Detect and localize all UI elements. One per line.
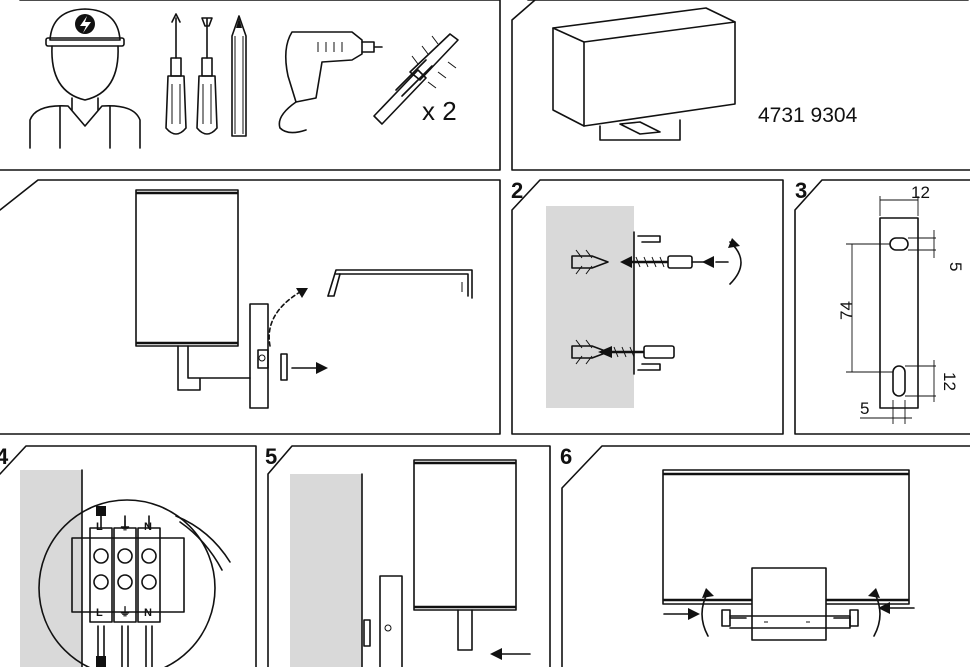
screw-left-icon (721, 609, 747, 627)
screw-upper-icon (620, 255, 729, 269)
pencil-icon (231, 15, 247, 137)
wall (546, 206, 634, 408)
dimension-slot-height: 5 (946, 262, 965, 271)
wall-plug-upper-icon (571, 249, 609, 275)
rotate-arrow-left (701, 591, 709, 637)
bracket-plate-icon (879, 217, 919, 409)
lamp-front-icon (135, 189, 269, 409)
step-number: 2 (511, 178, 523, 203)
step-number: 3 (795, 178, 807, 203)
electrician-icon (29, 8, 141, 149)
wall-plug-lower-icon (571, 339, 609, 365)
panel-step-5: 5 (265, 444, 551, 667)
move-arrow-dashed (268, 291, 301, 347)
dimension-top-width: 12 (911, 183, 930, 202)
panel-step-3: 3 12 5 74 12 5 (794, 178, 970, 435)
panel-step-2: 2 (511, 178, 784, 435)
dimension-hole-spacing: 74 (837, 301, 856, 320)
step-number: 4 (0, 444, 9, 469)
terminal-block-icon (71, 506, 185, 667)
terminal-label-top-earth: ⏚ (119, 519, 131, 533)
lamp-bottom-icon (662, 469, 910, 641)
panel-product: 4731 9304 (511, 0, 970, 171)
lamp-shade-icon (552, 7, 736, 141)
terminal-block-magnifier (38, 499, 216, 667)
step-number: 6 (560, 444, 572, 469)
bracket-clip-icon (280, 353, 288, 381)
product-codes: 4731 9304 (758, 104, 858, 127)
wall-plug-icon (373, 33, 459, 125)
dimension-bottom-slot: 12 (940, 372, 959, 391)
mains-cable-icon (175, 515, 231, 571)
terminal-label-bottom-earth: ⏚ (119, 605, 131, 619)
panel-step-6: 6 (560, 444, 970, 667)
terminal-label-top-live: L (96, 521, 103, 533)
mounting-bracket-icon (327, 269, 473, 299)
terminal-label-bottom-neutral: N (144, 607, 152, 619)
dimension-bottom-width: 5 (860, 399, 869, 418)
rotate-arrow (729, 241, 742, 285)
screw-right-icon (833, 609, 859, 627)
quantity-label: x 2 (422, 96, 457, 126)
wall (290, 474, 362, 667)
screw-lower-icon (598, 345, 675, 359)
panel-step-4: 4 L ⏚ N L ⏚ N (0, 444, 257, 667)
terminal-label-bottom-live: L (96, 607, 103, 619)
panel-tools: x 2 (0, 0, 501, 171)
terminal-label-top-neutral: N (144, 521, 152, 533)
rotate-arrow-right (873, 591, 881, 637)
step-number: 5 (265, 444, 277, 469)
panel-step-1 (0, 179, 501, 435)
screwdriver-flat-icon (196, 17, 218, 135)
drill-icon (278, 31, 383, 134)
screwdriver-phillips-icon (165, 13, 187, 135)
lamp-side-icon (363, 459, 517, 667)
